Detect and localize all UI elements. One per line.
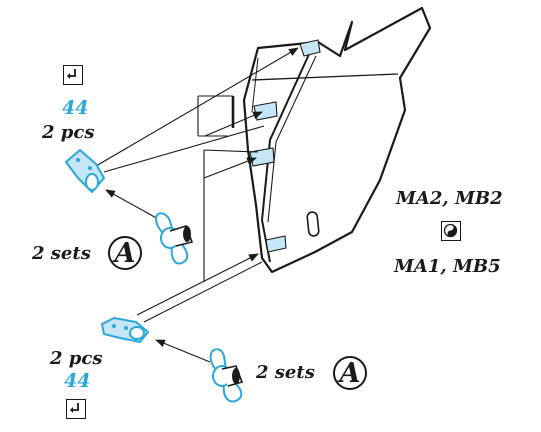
wing-screw-lower — [209, 348, 244, 403]
reverse-arrow-icon-bottom — [66, 399, 86, 419]
set-count-bottom: 2 sets — [256, 362, 315, 383]
wing-screw-upper — [155, 212, 194, 265]
main-panel — [231, 6, 432, 274]
part-number-bottom: 44 — [64, 370, 91, 392]
sprue-a-badge-left: A — [108, 236, 142, 270]
paint-code-bottom: MA1, MB5 — [394, 256, 501, 277]
yin-yang-icon — [441, 221, 461, 241]
part-number-top: 44 — [62, 97, 89, 119]
set-count-left: 2 sets — [32, 243, 91, 264]
hinge-bracket-lower — [101, 317, 149, 343]
leader-lines — [95, 47, 299, 363]
quantity-bottom: 2 pcs — [50, 348, 103, 369]
paint-code-top: MA2, MB2 — [396, 188, 503, 209]
hinge-bracket-upper — [65, 149, 105, 193]
reverse-arrow-icon-top — [63, 65, 83, 85]
quantity-top: 2 pcs — [42, 122, 95, 143]
sprue-a-badge-bottom: A — [333, 356, 367, 390]
